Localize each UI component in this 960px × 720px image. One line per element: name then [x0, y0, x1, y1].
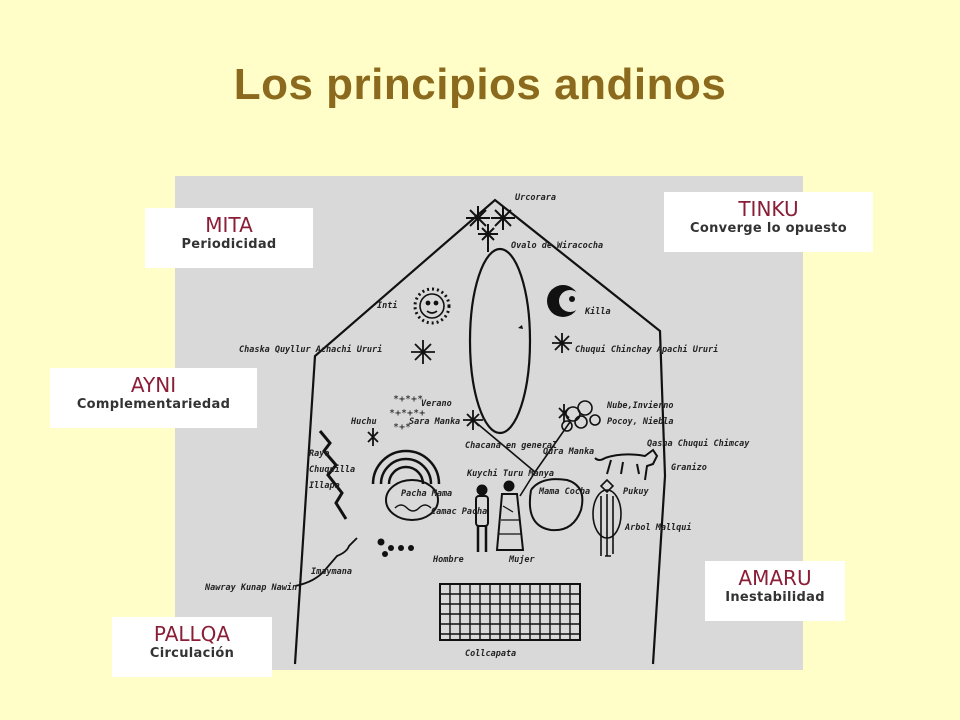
label-pacha-mama: Pacha Mama: [401, 489, 452, 499]
principle-subtitle: Periodicidad: [181, 237, 277, 252]
label-nube: Nube,Invierno: [606, 400, 674, 411]
label-pukuy: Pukuy: [623, 487, 649, 497]
label-arbol: Arbol Mallqui: [624, 522, 692, 533]
label-imaymana: Imaymana: [311, 567, 352, 577]
cosmology-drawing: *+*+* *+*+*+ *+*: [204, 193, 750, 665]
moon-drawing: [547, 285, 581, 317]
label-collcapata: Collcapata: [465, 649, 516, 659]
pacha-mama-shape: [385, 479, 439, 521]
svg-text:*+*+*+: *+*+*+: [389, 408, 425, 419]
puma-drawing: [594, 448, 659, 481]
chacana-lines: [472, 419, 571, 497]
label-granizo: Granizo: [671, 462, 707, 473]
sun-drawing: [413, 287, 451, 325]
slide-title: Los principios andinos: [233, 60, 727, 109]
principle-subtitle: Circulación: [149, 646, 235, 661]
principle-subtitle: Inestabilidad: [725, 590, 825, 605]
label-chaska: Chaska Quyllur Achachi Ururi: [239, 344, 382, 355]
principle-mita: MITA Periodicidad: [145, 208, 313, 268]
label-chuqui: Chuqui Chinchay Apachi Ururi: [575, 344, 718, 355]
label-nawray: Nawray Kunap Nawin: [204, 582, 297, 593]
principle-subtitle: Converge lo opuesto: [690, 221, 847, 236]
label-chacana: Chacana en general: [465, 441, 557, 451]
principle-amaru: AMARU Inestabilidad: [705, 561, 845, 621]
collcapata-grid: [439, 583, 581, 641]
river-drawing: [294, 537, 358, 587]
principle-name: MITA: [205, 213, 253, 237]
principle-subtitle: Complementariedad: [76, 397, 231, 412]
star-cluster-top: [466, 206, 515, 252]
seeds-drawing: [377, 538, 414, 557]
wiracocha-oval: [468, 247, 532, 435]
principle-name: AYNI: [130, 373, 177, 397]
label-killa: Killa: [584, 306, 611, 317]
label-ovalo: Ovalo de Wiracocha: [511, 240, 603, 251]
principle-name: AMARU: [738, 566, 812, 590]
label-camac: Camac Pacha: [431, 507, 487, 517]
principle-name: PALLQA: [153, 622, 231, 646]
mama-cocha-shape: [529, 478, 584, 532]
svg-text:*+*: *+*: [393, 422, 411, 433]
principle-ayni: AYNI Complementariedad: [50, 368, 257, 428]
label-qura: Qura Manka: [543, 447, 594, 457]
label-pocoy: Pocoy, Niebla: [607, 416, 674, 427]
verano-stars: *+*+* *+*+*+ *+*: [389, 394, 425, 433]
principle-tinku: TINKU Converge lo opuesto: [664, 192, 873, 252]
label-urcorara: Urcorara: [515, 193, 556, 203]
label-inti: Inti: [377, 300, 397, 311]
label-huchu: Huchu: [350, 417, 377, 427]
clouds-drawing: [561, 400, 601, 432]
label-chuquilla: Chuquilla: [309, 464, 355, 475]
label-mama-cocha: Mama Cocha: [538, 487, 590, 497]
pukuy-shape: [599, 478, 615, 494]
label-qasha: Qasha Chuqui Chimcay: [647, 438, 750, 449]
label-rayo: Rayo: [309, 449, 329, 459]
temple-outline: [293, 198, 667, 665]
label-hombre: Hombre: [432, 555, 464, 565]
label-kuychi: Kuychi Turu Manya: [466, 468, 554, 479]
human-figures: [475, 480, 525, 552]
label-mujer: Mujer: [508, 554, 535, 565]
label-sara: Sara Manka: [409, 417, 460, 427]
principle-pallqa: PALLQA Circulación: [112, 617, 272, 677]
lightning-drawing: [318, 430, 348, 520]
label-illapa: Illapa: [309, 481, 340, 491]
rainbow-drawing: [371, 449, 441, 485]
principle-name: TINKU: [738, 197, 799, 221]
tree-drawing: [592, 489, 622, 557]
label-verano: Verano: [421, 399, 452, 409]
svg-text:*+*+*: *+*+*: [393, 394, 423, 405]
